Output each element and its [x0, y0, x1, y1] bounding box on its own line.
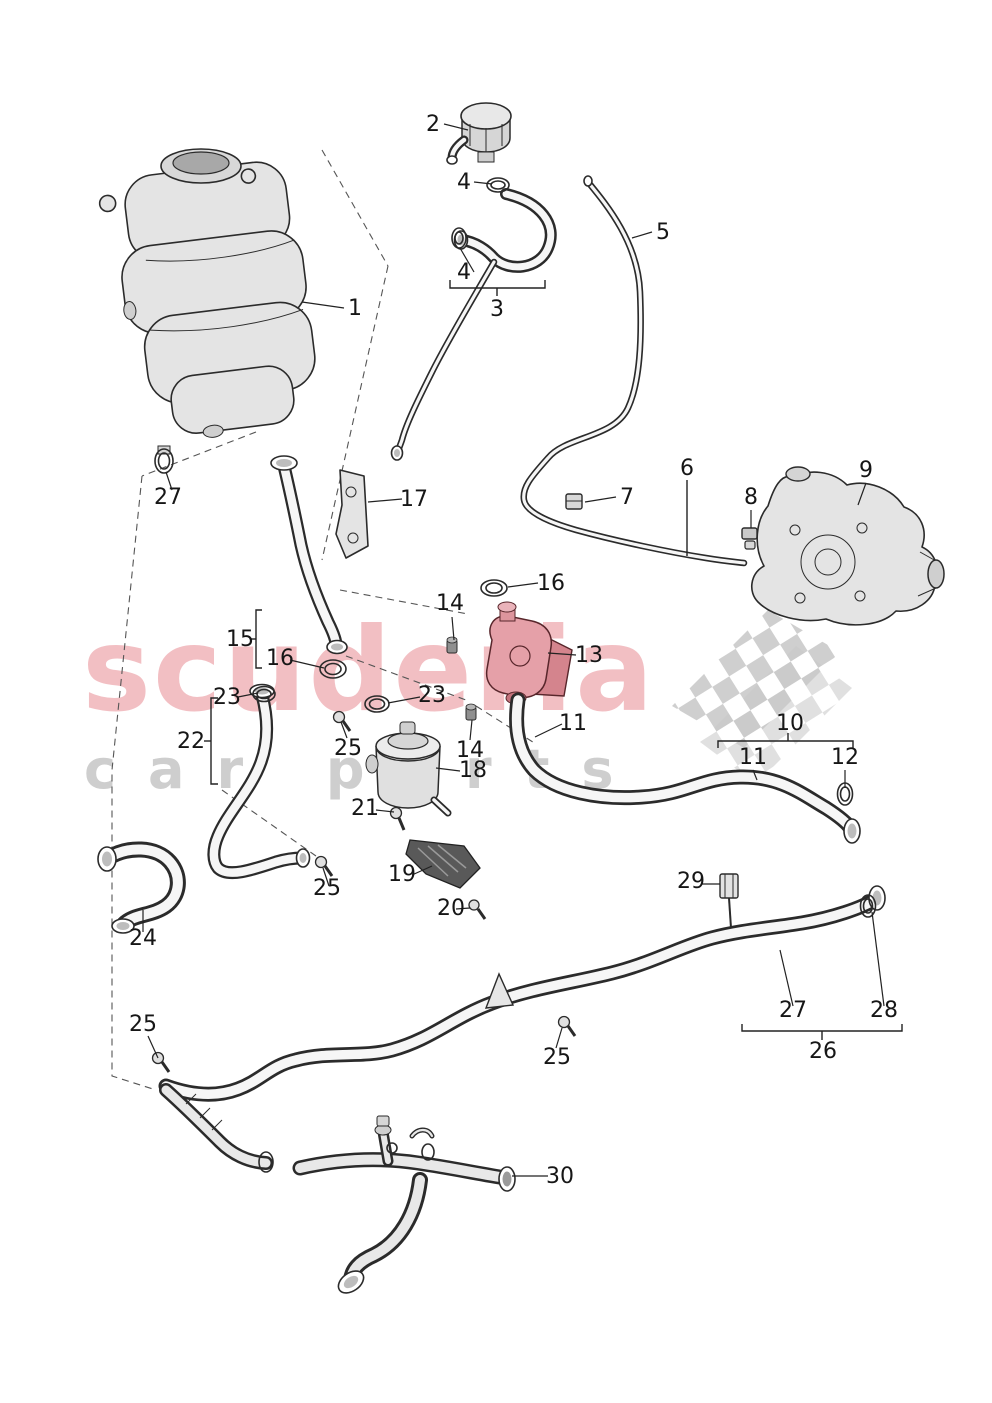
- part-label-29: 29: [677, 869, 705, 894]
- part-label-19: 19: [388, 862, 416, 887]
- part-label-25a: 25: [334, 736, 362, 761]
- hose-clamp-4b: [451, 227, 467, 249]
- mounting-bracket-17: [335, 469, 369, 559]
- retainer-clip-8: [741, 527, 758, 550]
- heater-valve-assembly: [159, 1083, 516, 1294]
- hose-clamp-27a: [154, 445, 174, 474]
- hose-clamp-4a: [486, 177, 510, 193]
- sealing-plug-14b: [465, 703, 477, 721]
- sealing-plug-14a: [446, 636, 458, 654]
- part-label-3: 3: [490, 297, 504, 322]
- part-label-27b: 27: [779, 998, 807, 1023]
- part-label-2: 2: [426, 112, 440, 137]
- part-label-22: 22: [177, 729, 205, 754]
- bolt-20: [468, 899, 487, 920]
- coolant-hose-26: [158, 885, 886, 1102]
- retainer-clip-29: [719, 873, 739, 929]
- checkered-flag-watermark: [672, 610, 852, 784]
- part-label-27a: 27: [154, 485, 182, 510]
- leader-lines: [142, 123, 885, 1177]
- thin-vent-hose: [390, 258, 498, 461]
- breather-hose: [453, 188, 557, 273]
- part-label-1: 1: [348, 296, 362, 321]
- part-label-16b: 16: [266, 646, 294, 671]
- coolant-hose-24: [97, 841, 186, 934]
- part-number-labels: 2 4 4 3 5 1 27 17 7 6 8 9 16 14 13 15 16…: [129, 112, 898, 1189]
- part-label-28: 28: [870, 998, 898, 1023]
- bolt-25a: [332, 710, 352, 732]
- part-label-7: 7: [620, 485, 634, 510]
- part-label-6: 6: [680, 456, 694, 481]
- auxiliary-water-pump: [365, 721, 452, 817]
- part-label-23a: 23: [213, 685, 241, 710]
- bolt-25d: [557, 1015, 577, 1037]
- hose-clamp-16b: [319, 659, 347, 679]
- hose-clamp-23b: [364, 695, 390, 713]
- part-label-11a: 11: [559, 711, 587, 736]
- hose-clamp-28: [859, 894, 877, 918]
- part-label-24: 24: [129, 926, 157, 951]
- part-label-11b: 11: [739, 745, 767, 770]
- coolant-pipe-15: [270, 455, 348, 655]
- part-label-20: 20: [437, 896, 465, 921]
- part-label-23b: 23: [418, 683, 446, 708]
- group-brackets: [204, 280, 903, 1040]
- retainer-clip-7: [565, 493, 583, 510]
- water-pump-housing: [751, 466, 945, 626]
- filler-cap: [446, 102, 512, 165]
- part-label-9: 9: [859, 458, 873, 483]
- part-label-26: 26: [809, 1039, 837, 1064]
- part-label-16a: 16: [537, 571, 565, 596]
- part-label-15: 15: [226, 627, 254, 652]
- bolt-21: [389, 806, 406, 831]
- part-label-17: 17: [400, 487, 428, 512]
- part-label-25d: 25: [543, 1045, 571, 1070]
- coolant-hose-11: [509, 692, 861, 844]
- vent-hose-long: [520, 175, 748, 567]
- part-label-12: 12: [831, 745, 859, 770]
- part-label-14a: 14: [436, 591, 464, 616]
- bolt-25b: [314, 855, 334, 877]
- bolt-25c: [151, 1051, 171, 1073]
- part-label-5: 5: [656, 220, 670, 245]
- part-label-18: 18: [459, 758, 487, 783]
- part-label-25c: 25: [129, 1012, 157, 1037]
- part-label-30: 30: [546, 1164, 574, 1189]
- part-label-8: 8: [744, 485, 758, 510]
- part-label-10: 10: [776, 711, 804, 736]
- pump-bracket-19: [405, 839, 481, 889]
- part-label-25b: 25: [313, 876, 341, 901]
- part-label-4a: 4: [457, 170, 471, 195]
- part-label-13: 13: [575, 643, 603, 668]
- hose-clamp-16a: [480, 579, 508, 597]
- part-label-21: 21: [351, 796, 379, 821]
- part-label-4b: 4: [457, 260, 471, 285]
- expansion-tank: [98, 148, 316, 438]
- part-label-14b: 14: [456, 738, 484, 763]
